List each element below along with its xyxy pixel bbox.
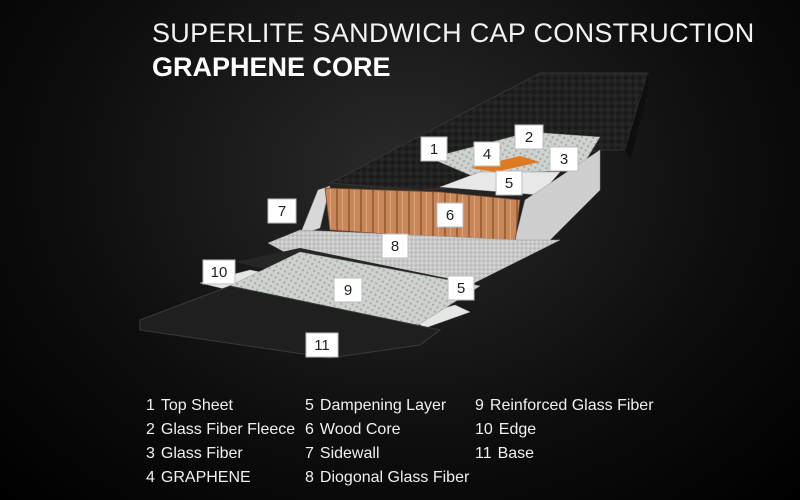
callout-7: 7 — [268, 199, 296, 223]
callout-1: 1 — [421, 137, 447, 161]
svg-text:5: 5 — [457, 280, 465, 297]
svg-text:1: 1 — [430, 141, 438, 158]
callout-5: 5 — [496, 171, 522, 195]
callout-11: 11 — [306, 333, 338, 357]
svg-text:8: 8 — [391, 238, 399, 255]
svg-text:10: 10 — [211, 264, 228, 281]
callout-6: 6 — [437, 203, 463, 227]
svg-text:6: 6 — [446, 207, 454, 224]
svg-text:2: 2 — [525, 129, 533, 146]
callout-8: 8 — [382, 234, 408, 258]
svg-text:3: 3 — [560, 151, 568, 168]
callout-4: 4 — [474, 142, 500, 166]
svg-text:5: 5 — [505, 175, 513, 192]
svg-text:4: 4 — [483, 146, 491, 163]
svg-text:9: 9 — [344, 282, 352, 299]
svg-text:7: 7 — [278, 203, 286, 220]
callout-10: 10 — [203, 260, 235, 284]
callout-2: 2 — [515, 125, 543, 149]
ski-layer-diagram: 1 2 3 4 5 6 7 8 9 10 5 11 — [0, 0, 800, 380]
svg-text:11: 11 — [314, 337, 330, 354]
callout-9: 9 — [334, 278, 362, 302]
callout-5b: 5 — [448, 276, 474, 300]
callout-3: 3 — [550, 147, 578, 171]
